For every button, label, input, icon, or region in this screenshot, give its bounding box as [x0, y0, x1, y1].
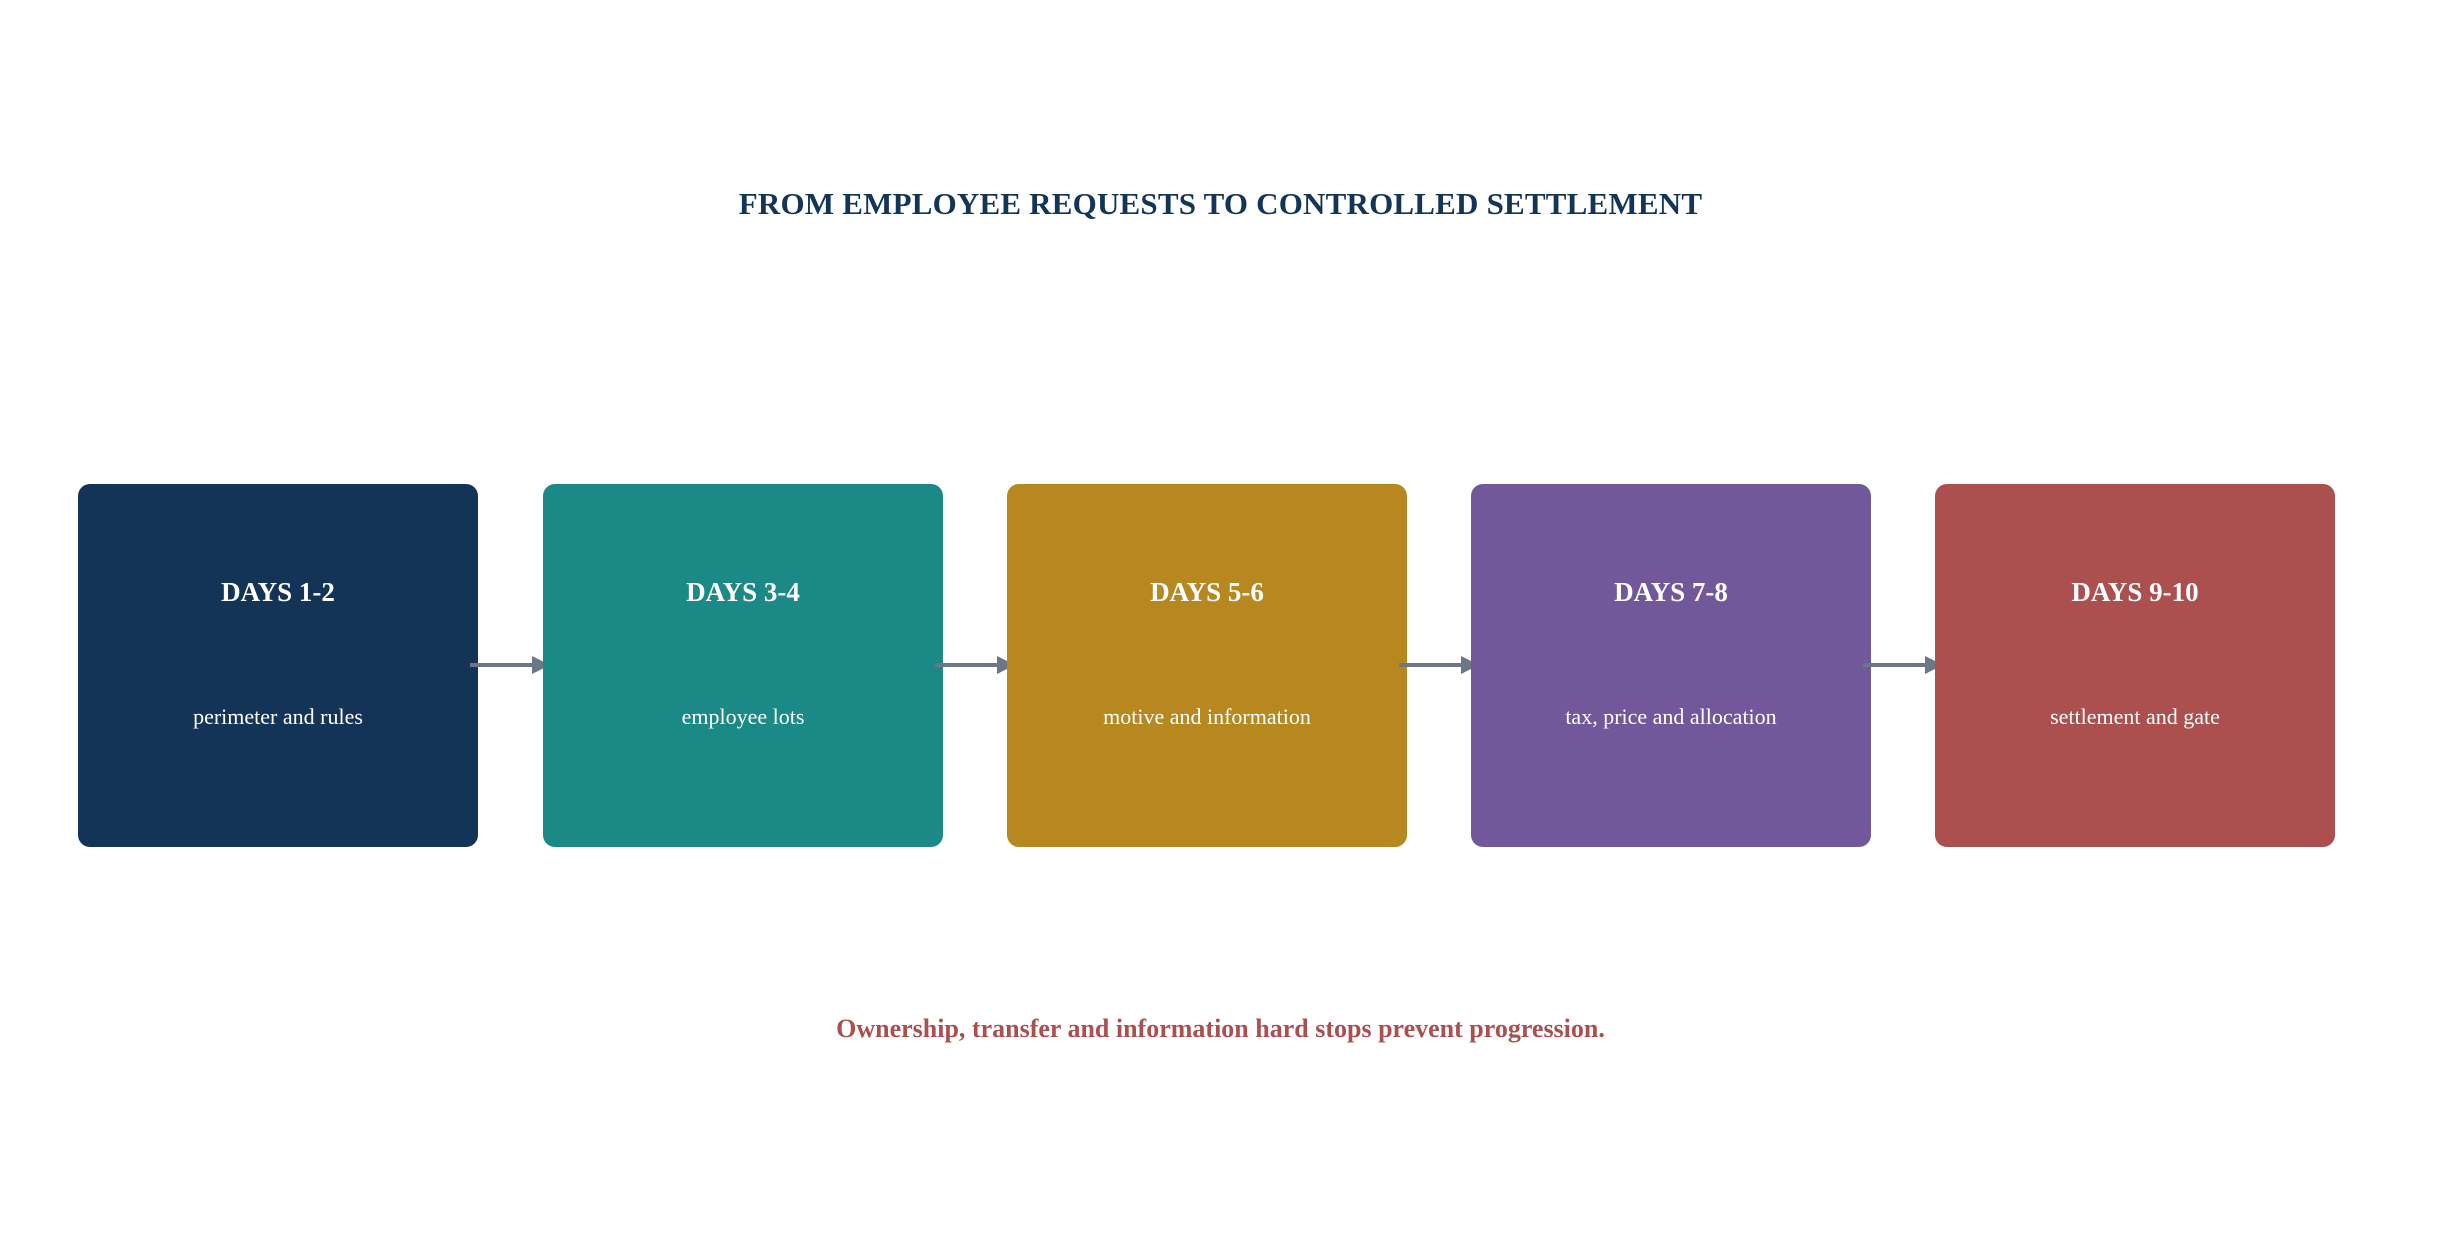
stage-days-7-8: DAYS 7-8 tax, price and allocation [1471, 484, 1871, 847]
stage-days-3-4: DAYS 3-4 employee lots [543, 484, 943, 847]
stage-description: settlement and gate [2050, 704, 2220, 729]
stage-days-5-6: DAYS 5-6 motive and information [1007, 484, 1407, 847]
stage-description: tax, price and allocation [1565, 704, 1777, 729]
hard-stop-note: Ownership, transfer and information hard… [836, 1014, 1605, 1043]
stage-days-9-10: DAYS 9-10 settlement and gate [1935, 484, 2335, 847]
stage-label: DAYS 7-8 [1614, 577, 1728, 607]
arrow-right-icon [470, 656, 550, 674]
stage-description: employee lots [681, 704, 805, 729]
stage-days-1-2: DAYS 1-2 perimeter and rules [78, 484, 478, 847]
arrow-right-icon [935, 656, 1015, 674]
stage-label: DAYS 5-6 [1150, 577, 1264, 607]
arrow-right-icon [1399, 656, 1479, 674]
stage-label: DAYS 1-2 [221, 577, 335, 607]
stage-label: DAYS 9-10 [2071, 577, 2199, 607]
stage-description: perimeter and rules [193, 704, 363, 729]
stage-label: DAYS 3-4 [686, 577, 800, 607]
stage-description: motive and information [1103, 704, 1311, 729]
arrow-right-icon [1863, 656, 1943, 674]
diagram-title: FROM EMPLOYEE REQUESTS TO CONTROLLED SET… [738, 186, 1703, 221]
